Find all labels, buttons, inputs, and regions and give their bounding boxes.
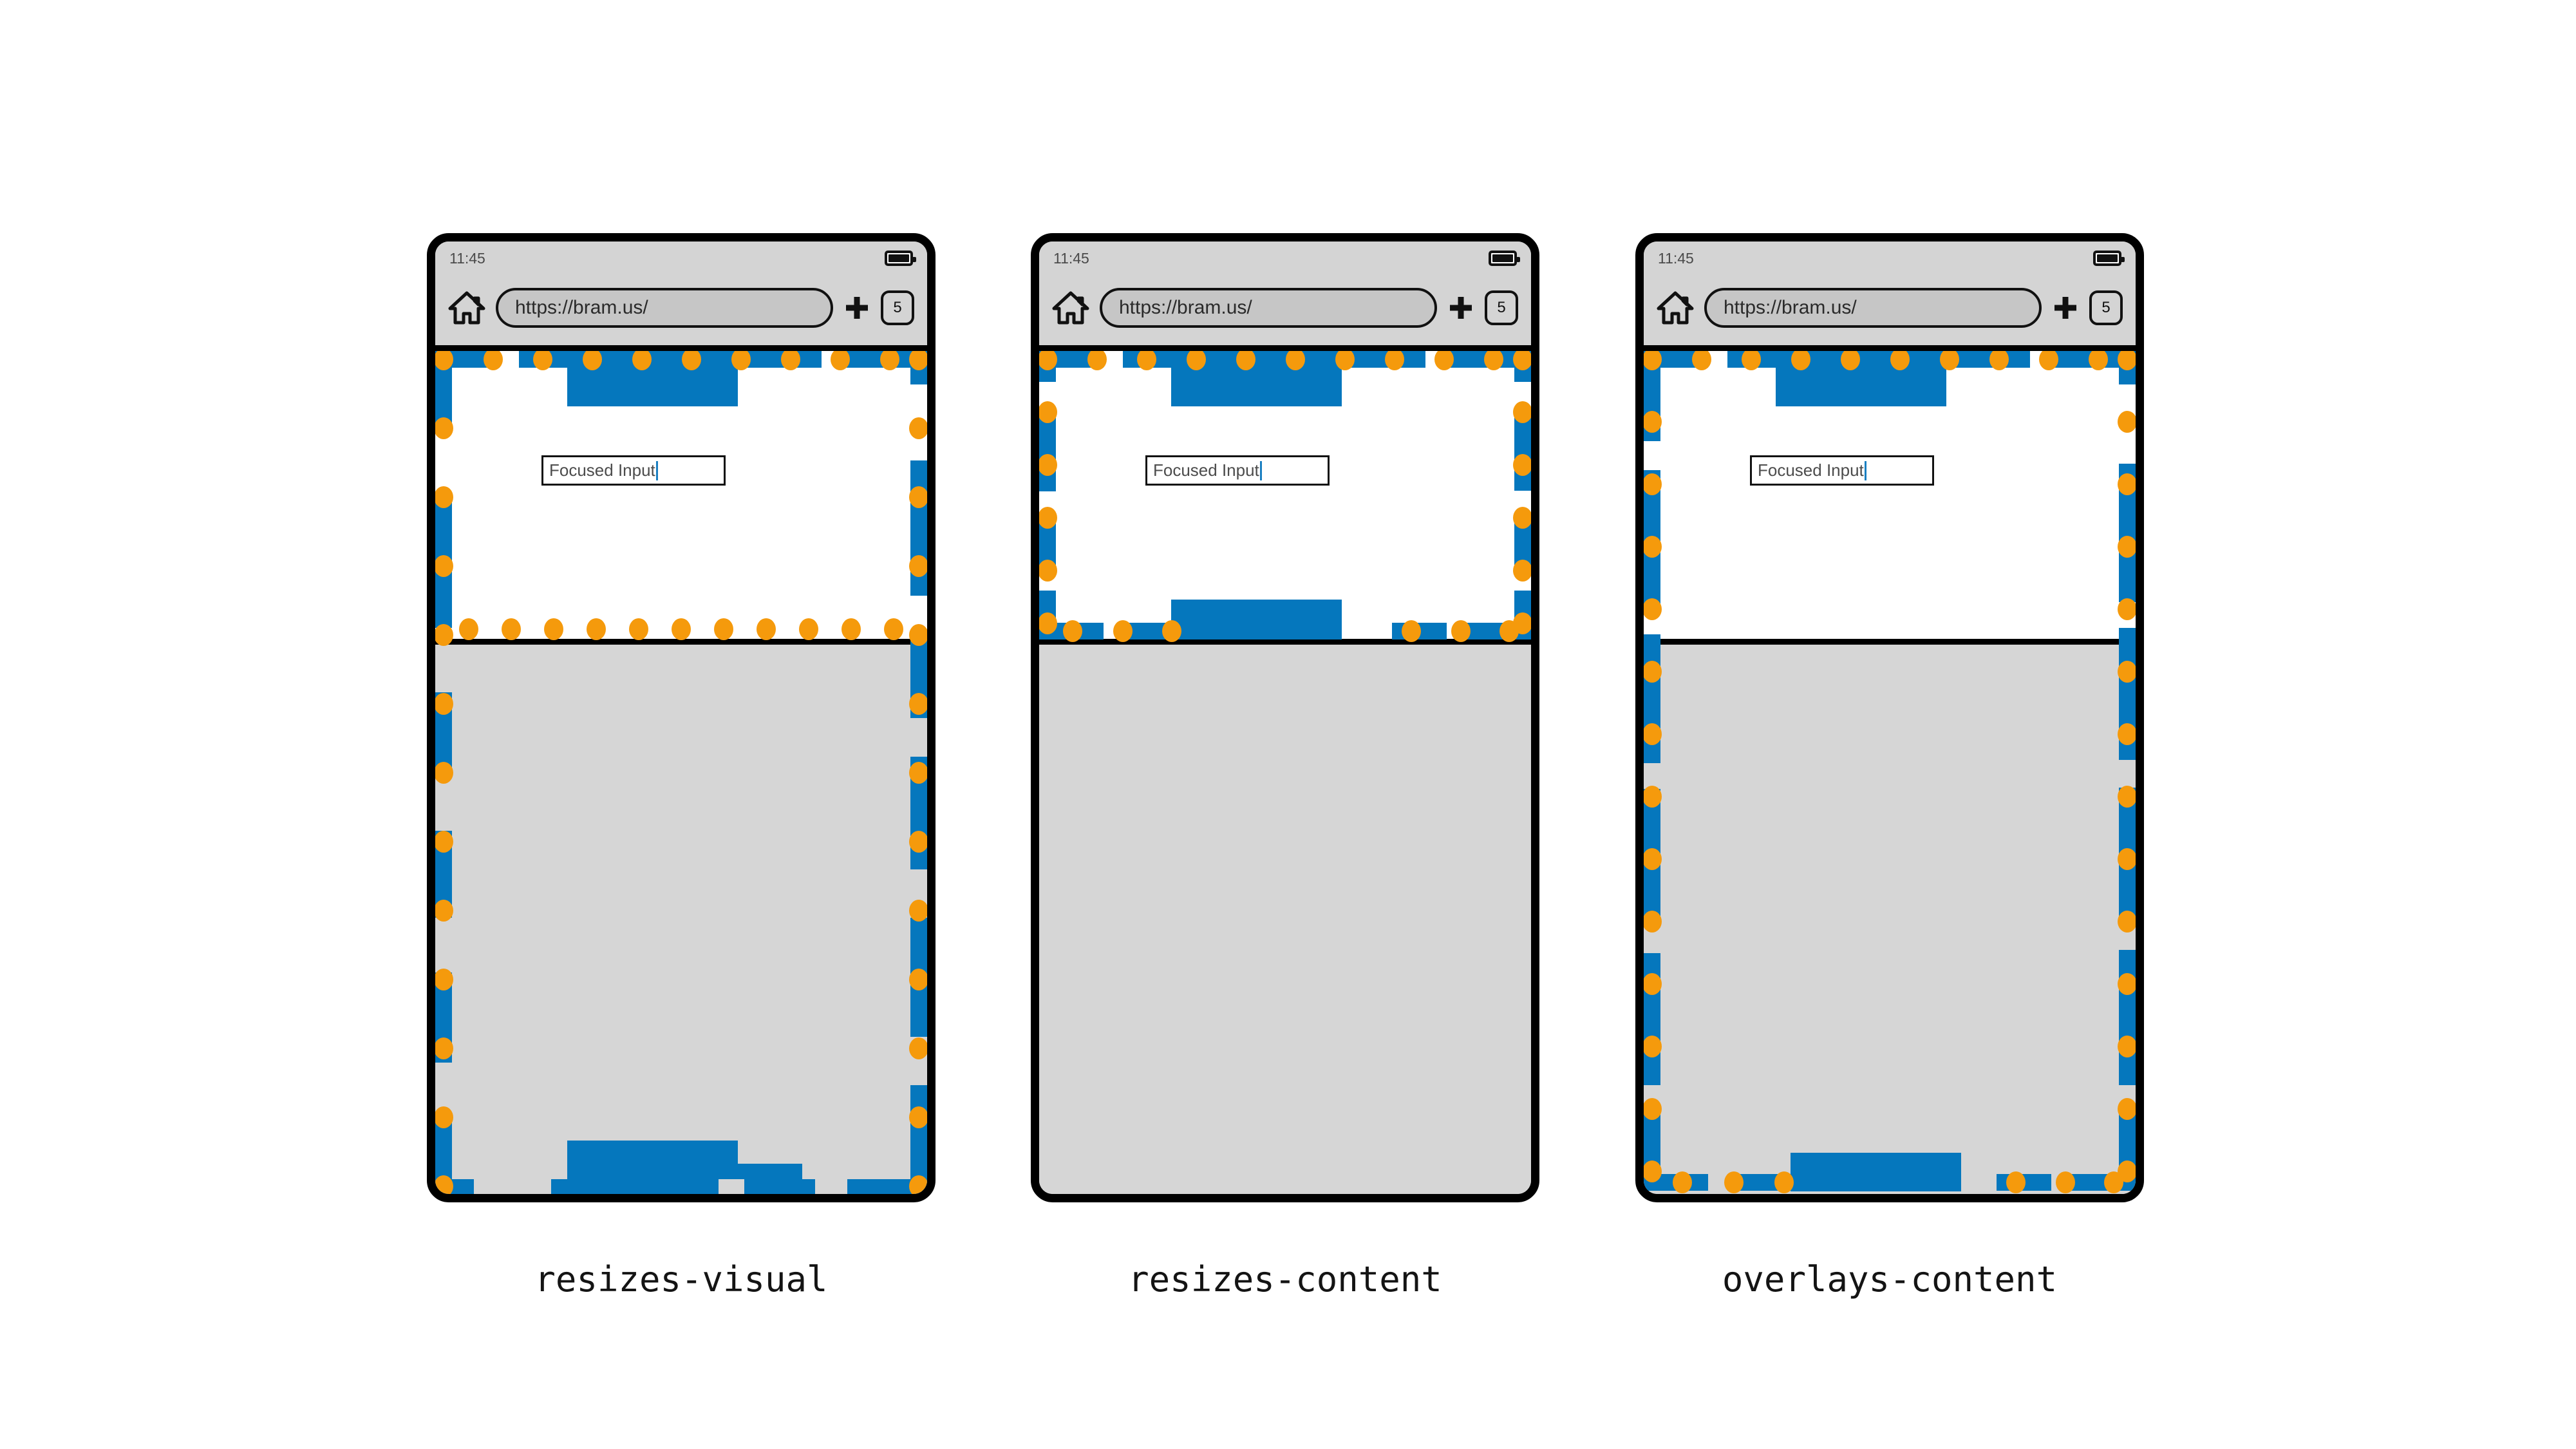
status-clock: 11:45 — [1658, 249, 1694, 267]
text-caret — [1259, 460, 1262, 480]
tab-count-button[interactable]: 5 — [2089, 290, 2123, 325]
browser-chrome: 11:45 https://bram.us/ 5 — [435, 242, 927, 351]
url-text: https://bram.us/ — [515, 297, 648, 318]
text-caret — [655, 460, 658, 480]
status-clock: 11:45 — [1053, 249, 1089, 267]
tab-count-label: 5 — [2101, 299, 2111, 316]
content-block-top — [567, 351, 738, 406]
virtual-keyboard[interactable] — [435, 639, 927, 1194]
content-block-bottom — [567, 1141, 738, 1179]
content-block-bottom — [1171, 600, 1342, 639]
phone-resizes-content: 11:45 https://bram.us/ 5 — [1031, 233, 1539, 1202]
browser-toolbar: https://bram.us/ 5 — [435, 270, 927, 346]
status-clock: 11:45 — [449, 249, 485, 267]
status-bar: 11:45 — [1039, 242, 1531, 271]
battery-full-icon — [2093, 251, 2125, 266]
browser-toolbar: https://bram.us/ 5 — [1644, 270, 2136, 346]
tab-count-button[interactable]: 5 — [881, 290, 914, 325]
url-text: https://bram.us/ — [1724, 297, 1857, 318]
url-bar[interactable]: https://bram.us/ — [496, 288, 833, 328]
content-block-top — [1171, 351, 1342, 406]
phone-resizes-visual: 11:45 https://bram.us/ 5 — [427, 233, 935, 1202]
tab-count-label: 5 — [1497, 299, 1506, 316]
browser-chrome: 11:45 https://bram.us/ 5 — [1644, 242, 2136, 351]
home-icon[interactable] — [1657, 290, 1694, 325]
caption-resizes-content: resizes-content — [1128, 1259, 1442, 1300]
url-text: https://bram.us/ — [1119, 297, 1252, 318]
status-bar: 11:45 — [1644, 242, 2136, 271]
home-icon[interactable] — [1052, 290, 1089, 325]
url-bar[interactable]: https://bram.us/ — [1100, 288, 1437, 328]
browser-toolbar: https://bram.us/ 5 — [1039, 270, 1531, 346]
virtual-keyboard[interactable] — [1644, 639, 2136, 1194]
text-caret — [1864, 460, 1866, 480]
battery-full-icon — [1489, 251, 1520, 266]
status-bar: 11:45 — [435, 242, 927, 271]
browser-chrome: 11:45 https://bram.us/ 5 — [1039, 242, 1531, 351]
plus-icon[interactable] — [2052, 294, 2079, 321]
plus-icon[interactable] — [843, 294, 870, 321]
content-block-bottom-right — [738, 1164, 802, 1179]
focused-input[interactable]: Focused Input — [541, 455, 726, 486]
home-icon[interactable] — [448, 290, 485, 325]
tab-count-label: 5 — [893, 299, 902, 316]
focused-input-value: Focused Input — [1153, 460, 1259, 480]
focused-input-value: Focused Input — [1758, 460, 1864, 480]
content-block-top — [1776, 351, 1946, 406]
focused-input[interactable]: Focused Input — [1750, 455, 1934, 486]
tab-count-button[interactable]: 5 — [1485, 290, 1518, 325]
viewport-area: Focused Input — [1039, 351, 1531, 1194]
caption-overlays-content: overlays-content — [1722, 1259, 2058, 1300]
viewport-area: Focused Input — [435, 351, 927, 1194]
virtual-keyboard[interactable] — [1039, 639, 1531, 1194]
phone-overlays-content: 11:45 https://bram.us/ 5 — [1635, 233, 2144, 1202]
caption-resizes-visual: resizes-visual — [534, 1259, 828, 1300]
focused-input[interactable]: Focused Input — [1145, 455, 1330, 486]
viewport-area: Focused Input — [1644, 351, 2136, 1194]
battery-full-icon — [885, 251, 916, 266]
content-block-bottom — [1791, 1153, 1961, 1191]
focused-input-value: Focused Input — [549, 460, 655, 480]
url-bar[interactable]: https://bram.us/ — [1704, 288, 2042, 328]
plus-icon[interactable] — [1447, 294, 1474, 321]
